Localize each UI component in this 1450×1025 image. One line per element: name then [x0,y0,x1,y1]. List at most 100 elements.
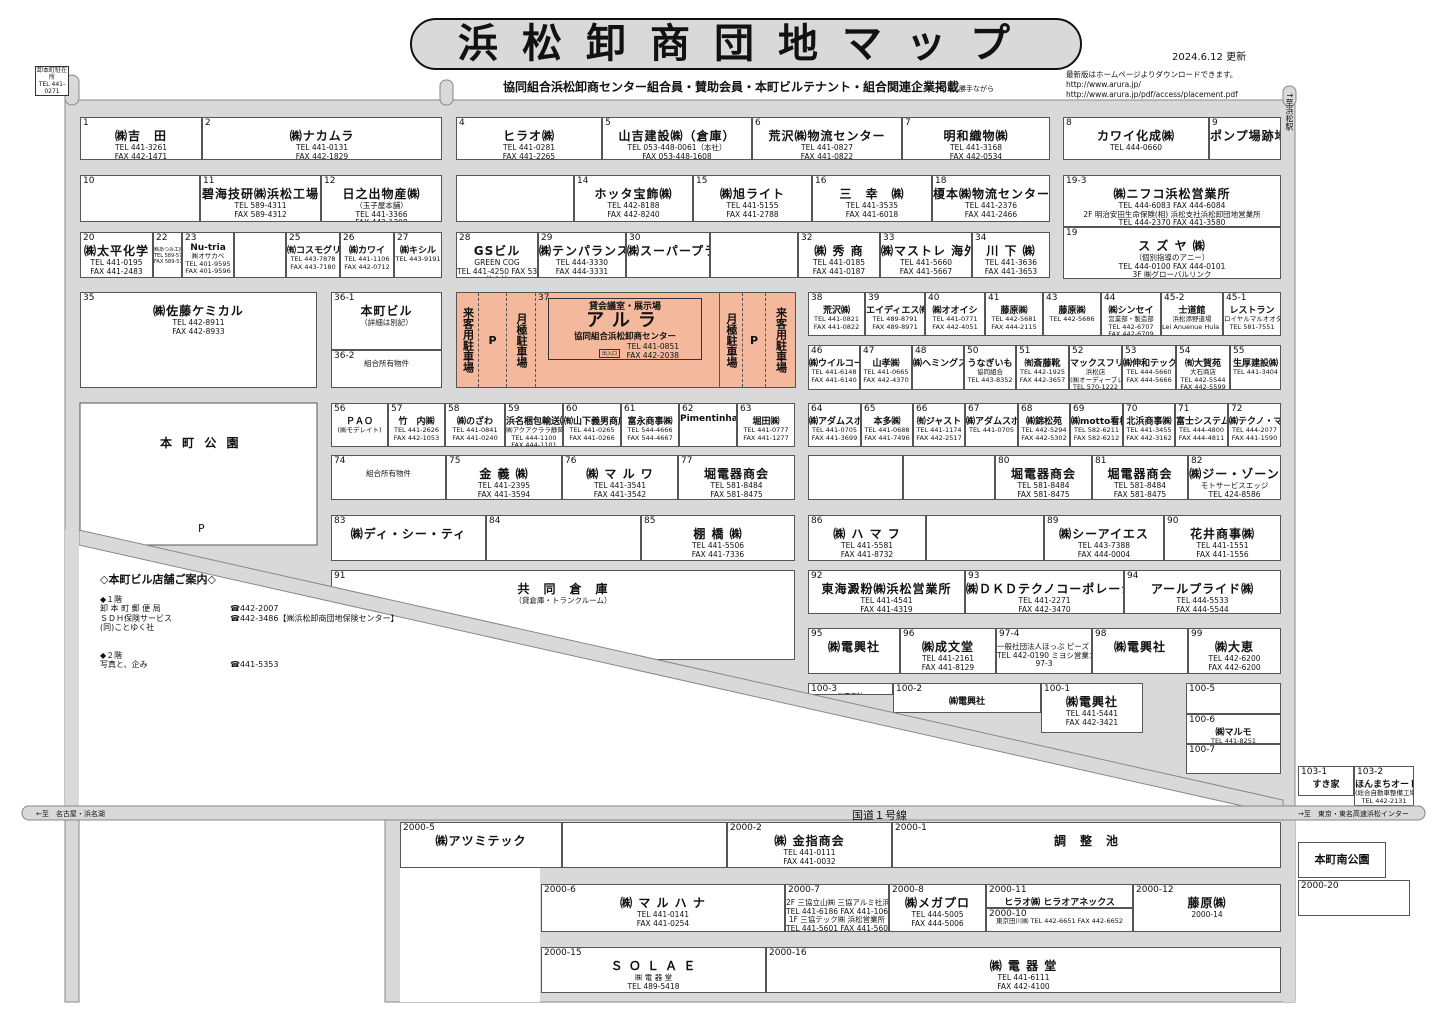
contact-number: FAX 442-1308 [322,218,441,221]
company-name: ス ズ ヤ ㈱ [1138,239,1206,253]
lot-number: 28 [459,233,471,243]
lot-number: 2000-6 [544,885,576,895]
lot-number: 90 [1167,516,1179,526]
contact-number: TEL 441-6111 [997,973,1050,982]
lot-number: 81 [1095,456,1107,466]
contact-number: FAX 442-2517 [916,433,962,442]
company-name: すき家 [1312,780,1340,790]
company-name: 花井商事㈱ [1189,527,1255,541]
lot-number: 69 [1073,404,1085,414]
company-name: ㈱吉 田 [114,129,167,143]
contact-number: FAX 444-0004 [1077,549,1131,559]
contact-number: FAX 442-4051 [932,322,978,331]
lot-number: 2000-2 [730,823,762,833]
contact-number: TEL 441-5660 [900,258,952,267]
arura-facility: 貸会議室・展示場 [588,302,661,312]
lot-number: 65 [864,404,876,414]
contact-number: FAX 441-0822 [800,151,854,160]
contact-number: FAX 442-3470 [1018,604,1071,614]
arura-building: 貸会議室・展示場 アルラ 協同組合浜松卸商センター TEL 441-0851 F… [548,298,702,360]
company-name: 山孝㈱ [872,359,900,369]
lot-number: 96 [903,629,915,639]
company-name: 共 同 倉 庫 [517,582,609,596]
contact-number: TEL 401-9595 [185,259,231,268]
lot-number: 15 [696,176,708,186]
contact-number: TEL 442-5294 [1021,426,1067,434]
lot-number: 95 [811,629,823,639]
floor1-item: (同)ことゆく社 [100,623,398,633]
tenant-tel: ☎442-3486【㈱浜松卸商団地保険センター】 [230,613,399,623]
contact-number: TEL 442-5686 [1049,315,1095,323]
empty-lot [710,232,798,278]
company-name: 富永商事㈱ [627,417,673,427]
contact-number: TEL 441-6148 [811,368,857,376]
contact-number: FAX 442-5302 [1021,433,1067,442]
company-name: ㈱ヘミングス [913,359,964,369]
updated-date: 2024.6.12 更新 [1172,52,1247,63]
company-name: 士道館 [1178,306,1206,316]
company-name: Pimentinha Kids [680,414,737,424]
company-detail: 浜松添野道場 [1172,315,1212,323]
arura-lot-number: 37 [538,293,550,303]
contact-number: TEL 441-3168 [950,143,1002,152]
lot-52: 52マックスフリッツ浜松店(㈱オーディーブレイン)TEL 570-1222 [1069,345,1122,390]
contact-number: FAX 441-1277 [743,433,789,442]
lot-number: 40 [928,293,940,303]
url-pdf[interactable]: http://www.arura.jp/pdf/access/placement… [1066,90,1238,99]
lot-number: 100-7 [1189,745,1216,755]
contact-number: TEL 582-6211 [1073,426,1120,434]
contact-number: TEL 581-8484 [1017,481,1070,490]
company-detail: 3F ㈱グローバルリンク [1132,270,1212,279]
arura-name: アルラ [586,310,664,331]
contact-number: FAX 441-0032 [783,856,836,866]
company-name: 堀電器商会 [703,467,769,481]
lot-number: 34 [975,233,987,243]
contact-number: FAX 441-3653 [984,266,1038,276]
contact-number: FAX 489-8971 [872,322,918,331]
lot-98: 98㈱電興社 [1092,628,1188,674]
company-name: ㈱電興社 [1065,695,1118,709]
company-name: ㈱ウイルコーポレーション [809,359,860,369]
contact-number: TEL 544-4666 [627,426,673,434]
lot-number: 36-1 [334,293,355,303]
contact-number: TEL 444-4800 [1178,426,1225,434]
floor2-item: 写真と、企み☎441-5353 [100,660,398,670]
lot-number: 5 [605,118,611,128]
lot-number: 92 [811,571,823,581]
url-home[interactable]: http://www.arura.jp/ [1066,80,1141,89]
contact-number: TEL 444-0660 [1110,143,1162,152]
company-detail: 大石商店 [1190,368,1216,376]
download-note: 最新版はホームページよりダウンロードできます。 http://www.arura… [1066,70,1238,100]
company-name: 三 幸 ㈱ [839,187,905,201]
lot-number: 59 [508,404,520,414]
company-name: ㈱大恵 [1214,640,1254,654]
company-name: ㈱ 秀 商 [814,244,864,258]
lot-number: 2000-8 [892,885,924,895]
